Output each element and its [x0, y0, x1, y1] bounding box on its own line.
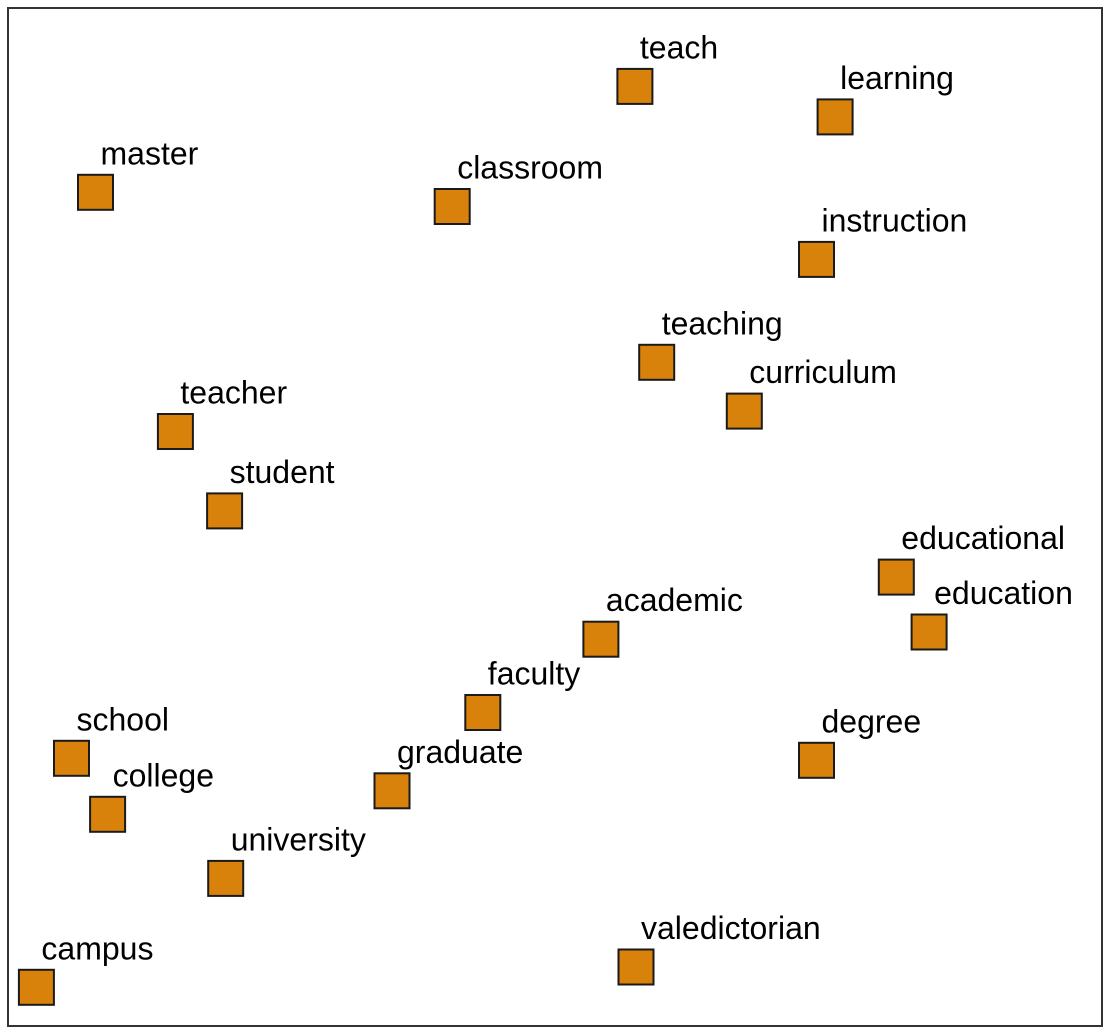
point-label: curriculum	[749, 354, 897, 390]
point-label: school	[77, 701, 170, 737]
point-marker	[616, 67, 654, 105]
point-label: teaching	[662, 305, 783, 341]
data-point-valedictorian: valedictorian	[617, 910, 821, 986]
point-label: degree	[822, 703, 922, 739]
point-marker	[877, 558, 915, 596]
data-point-learning: learning	[816, 60, 954, 136]
point-marker	[638, 343, 676, 381]
data-point-curriculum: curriculum	[725, 354, 897, 430]
point-marker	[910, 613, 948, 651]
point-marker	[433, 188, 471, 225]
point-label: learning	[840, 60, 954, 96]
point-label: university	[231, 821, 366, 857]
data-point-college: college	[89, 757, 214, 833]
point-label: valedictorian	[641, 910, 821, 946]
data-point-student: student	[206, 454, 335, 530]
data-point-master: master	[77, 135, 199, 211]
point-label: college	[113, 757, 214, 793]
point-marker	[798, 240, 835, 278]
data-point-classroom: classroom	[433, 150, 603, 225]
point-label: academic	[606, 582, 743, 618]
point-marker	[617, 948, 655, 986]
point-marker	[156, 413, 194, 450]
data-point-graduate: graduate	[373, 734, 523, 810]
data-point-academic: academic	[582, 582, 743, 658]
plot-frame	[7, 7, 1103, 1027]
point-label: educational	[901, 520, 1065, 556]
point-label: student	[230, 454, 335, 490]
data-point-teaching: teaching	[638, 305, 783, 381]
data-point-teach: teach	[616, 29, 718, 105]
point-marker	[725, 392, 763, 430]
point-label: instruction	[822, 202, 968, 238]
data-point-school: school	[53, 701, 170, 777]
point-label: classroom	[457, 150, 603, 186]
point-label: education	[934, 575, 1073, 611]
data-point-university: university	[207, 821, 366, 897]
point-marker	[582, 620, 620, 658]
point-marker	[17, 968, 55, 1006]
point-label: teach	[640, 29, 718, 65]
point-marker	[77, 173, 114, 211]
point-marker	[798, 741, 835, 779]
data-point-education: education	[910, 575, 1073, 651]
point-label: campus	[41, 930, 153, 966]
data-point-educational: educational	[877, 520, 1065, 596]
data-point-degree: degree	[798, 703, 922, 779]
point-marker	[373, 772, 411, 810]
data-point-campus: campus	[17, 930, 153, 1006]
point-marker	[464, 694, 502, 731]
data-point-instruction: instruction	[798, 202, 968, 278]
point-label: master	[101, 135, 199, 171]
point-marker	[206, 492, 244, 530]
point-label: faculty	[488, 656, 580, 692]
point-label: teacher	[180, 375, 287, 411]
point-label: graduate	[397, 734, 523, 770]
points-layer: teach learning master classroom instruction t…	[17, 29, 1073, 1006]
point-marker	[816, 98, 854, 136]
point-marker	[89, 795, 127, 833]
point-marker	[53, 739, 90, 777]
data-point-teacher: teacher	[156, 375, 287, 450]
point-marker	[207, 859, 245, 897]
data-point-faculty: faculty	[464, 656, 580, 731]
